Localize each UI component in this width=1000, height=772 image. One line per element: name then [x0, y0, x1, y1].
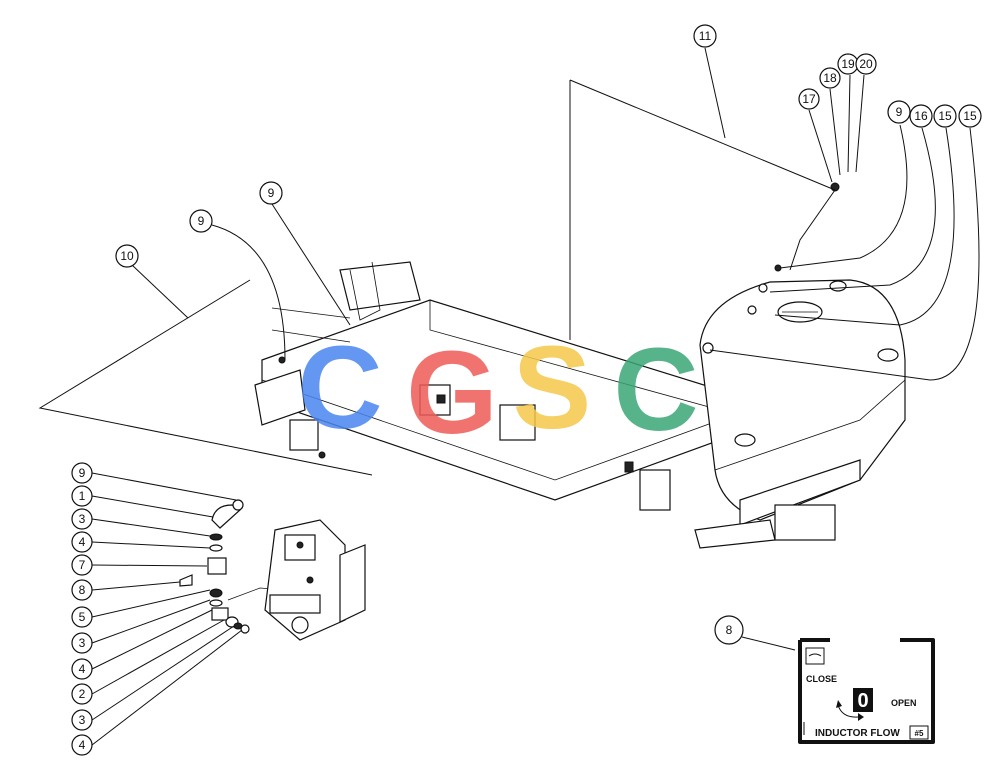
svg-text:15: 15 [963, 109, 977, 123]
watermark-letter: C [613, 324, 698, 456]
badge-box [909, 725, 929, 740]
svg-text:10: 10 [120, 249, 134, 263]
svg-text:9: 9 [896, 105, 903, 119]
svg-text:2: 2 [79, 687, 86, 701]
callout-group-left-9: 9 9 [189, 181, 351, 361]
svg-text:7: 7 [79, 558, 86, 572]
close-label: CLOSE [806, 674, 837, 684]
explode-callout: 3 [71, 599, 211, 654]
svg-text:9: 9 [268, 186, 275, 200]
callout-11: 11 [569, 24, 836, 340]
svg-text:8: 8 [79, 583, 86, 597]
svg-text:4: 4 [79, 535, 86, 549]
svg-text:3: 3 [79, 636, 86, 650]
svg-text:19: 19 [841, 57, 855, 71]
svg-text:5: 5 [79, 610, 86, 624]
explode-callout: 4 [71, 531, 211, 553]
decal-title: INDUCTOR FLOW [815, 728, 900, 739]
chassis-frame [254, 261, 721, 511]
explode-callout: 9 [71, 462, 237, 501]
watermark-letter: G [406, 327, 498, 459]
open-label: OPEN [891, 698, 917, 708]
svg-text:8: 8 [726, 623, 733, 637]
watermark: C G S C [297, 322, 698, 459]
explode-callout: 2 [71, 619, 225, 705]
svg-text:9: 9 [198, 214, 205, 228]
callout-8: 8 [714, 615, 796, 651]
callout-group-17-20: 17 18 19 20 [798, 53, 877, 183]
valve-assembly [179, 499, 366, 641]
svg-text:1: 1 [79, 489, 86, 503]
callout-group-right: 9 16 15 15 [709, 100, 982, 381]
explode-callout: 3 [71, 508, 211, 537]
svg-text:16: 16 [914, 109, 928, 123]
explode-callouts: 9 1 3 4 7 8 5 [71, 462, 243, 756]
explode-callout: 3 [71, 625, 235, 731]
watermark-letter: C [297, 322, 382, 454]
inductor-flow-decal: CLOSE 0 OPEN INDUCTOR FLOW #5 [798, 638, 935, 744]
indicator-box [853, 688, 873, 712]
svg-text:11: 11 [699, 29, 712, 43]
explode-callout: 7 [71, 554, 208, 576]
svg-text:9: 9 [79, 466, 86, 480]
svg-text:4: 4 [79, 662, 86, 676]
svg-text:18: 18 [823, 71, 837, 85]
explode-callout: 8 [71, 579, 181, 601]
watermark-letter: S [513, 322, 592, 454]
callout-10: 10 [38, 244, 373, 476]
svg-text:4: 4 [79, 738, 86, 752]
svg-text:3: 3 [79, 713, 86, 727]
valve-symbol-icon [805, 647, 825, 665]
explode-callout: 1 [71, 485, 214, 518]
explode-callout: 4 [71, 609, 213, 680]
svg-text:15: 15 [938, 109, 952, 123]
tank [694, 182, 906, 549]
indicator-value: 0 [857, 690, 868, 712]
svg-text:17: 17 [802, 92, 816, 106]
svg-text:3: 3 [79, 512, 86, 526]
explode-callout: 4 [71, 629, 243, 756]
svg-text:20: 20 [859, 57, 873, 71]
decal-badge: #5 [915, 729, 924, 738]
explode-callout: 5 [71, 589, 211, 628]
